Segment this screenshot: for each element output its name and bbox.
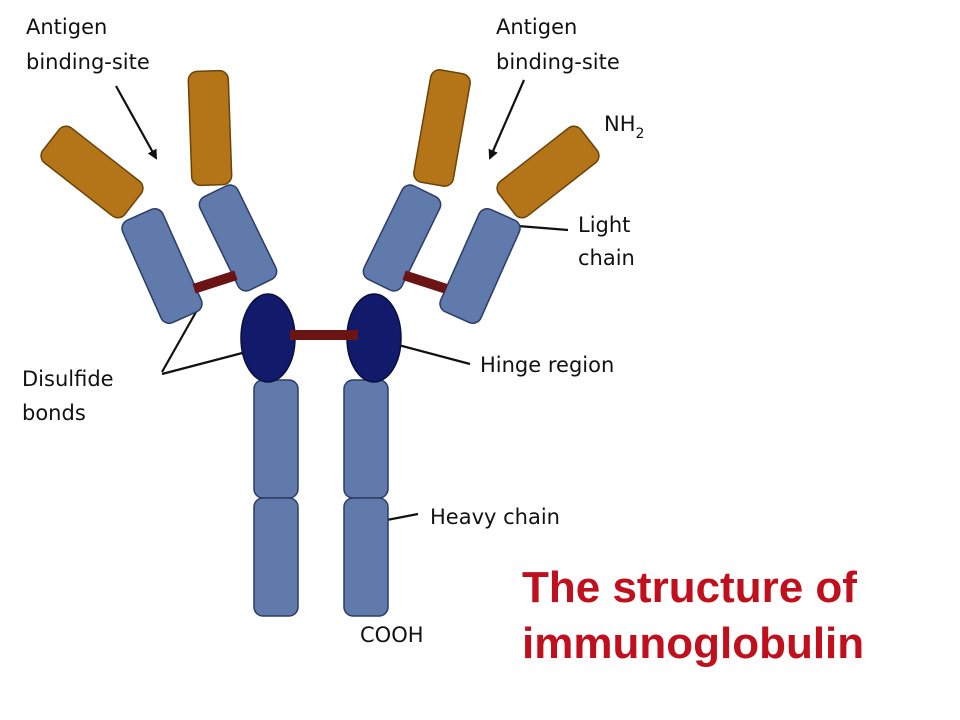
- heavy-chain-left-ch1: [198, 184, 278, 292]
- antigen-left-label-line2: binding-site: [26, 50, 150, 74]
- antigen-right-label-line2: binding-site: [496, 50, 620, 74]
- heavy-chain-right-ch3: [343, 497, 389, 617]
- disulfide-leader-1: [161, 311, 197, 373]
- disulfide-label-line1: Disulfide: [22, 367, 114, 391]
- heavy-chain-left-ch2: [253, 379, 299, 499]
- antigen-right-label-line1: Antigen: [496, 15, 577, 39]
- slide-title-line1: The structure of: [522, 563, 857, 612]
- hinge-left: [240, 293, 296, 383]
- light-chain-label-line1: Light: [578, 213, 630, 237]
- heavy-chain-label: Heavy chain: [430, 505, 560, 529]
- disulfide-bond-left: [192, 270, 238, 294]
- disulfide-label-line2: bonds: [22, 401, 86, 425]
- light-chain-right-vl: [496, 125, 600, 219]
- light-chain-right-cl: [439, 208, 521, 324]
- antigen-right-arrow: [488, 79, 526, 160]
- disulfide-bond-hinge: [290, 330, 358, 340]
- heavy-chain-left-ch3: [253, 497, 299, 617]
- light-chain-left-cl: [121, 208, 203, 324]
- light-chain-left-vl: [40, 125, 144, 219]
- antigen-left-label-line1: Antigen: [26, 15, 107, 39]
- nh2-subscript: 2: [636, 126, 645, 142]
- slide-title-line2: immunoglobulin: [522, 619, 865, 668]
- light-chain-label-line2: chain: [578, 246, 635, 270]
- heavy-chain-right-ch2: [343, 379, 389, 499]
- slide-title: The structure of immunoglobulin: [522, 560, 864, 672]
- antigen-left-arrow: [115, 85, 157, 160]
- heavy-chain-right-ch1: [362, 184, 442, 292]
- hinge-region-label: Hinge region: [480, 353, 614, 377]
- nh2-label: NH2: [604, 112, 644, 142]
- light-chain-leader: [517, 224, 569, 232]
- heavy-chain-left-vh: [187, 69, 233, 187]
- disulfide-bond-right: [402, 270, 448, 294]
- heavy-chain-right-vh: [413, 69, 471, 187]
- cooh-label: COOH: [360, 623, 424, 647]
